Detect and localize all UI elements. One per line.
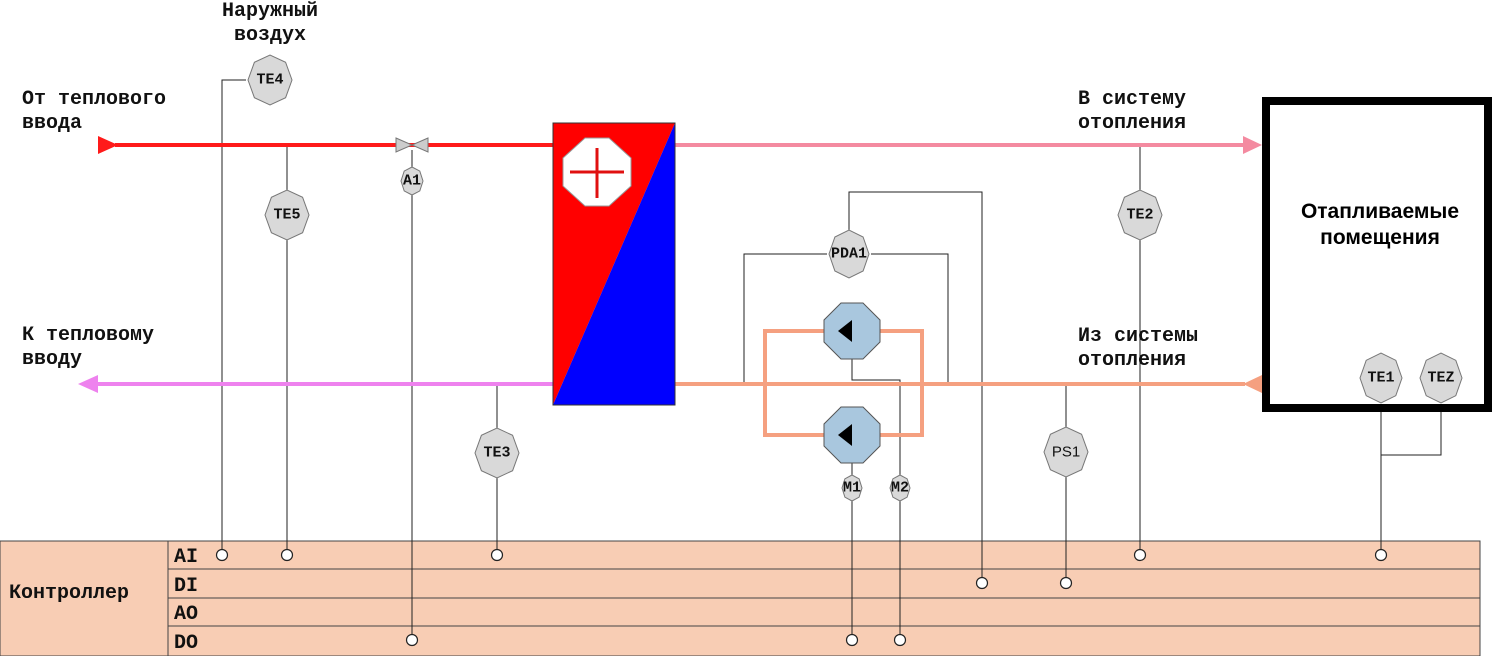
sensor-octagon-icon (889, 474, 911, 502)
pump-1-icon[interactable] (823, 302, 881, 360)
sensor-octagon-icon (841, 474, 863, 502)
sensor-te4[interactable]: TE4 (247, 54, 293, 106)
from-heat-input-label-2: ввода (22, 112, 82, 135)
row-di: DI (174, 575, 198, 598)
rooms-label-1: Отапливаемые (1301, 200, 1459, 223)
sensor-label: TE5 (273, 207, 300, 224)
sensor-octagon-icon (1043, 426, 1089, 478)
outdoor-air-label-2: воздух (234, 24, 306, 47)
sensor-te2[interactable]: TE2 (1117, 189, 1163, 241)
controller-panel: Контроллер AI DI AO DO (0, 540, 1481, 656)
sensor-label: TE4 (256, 72, 283, 89)
sensor-ps1[interactable]: PS1 (1043, 426, 1089, 478)
sensor-octagon-icon (1359, 352, 1403, 404)
sensor-label: TEZ (1427, 370, 1454, 387)
sensor-label: TE3 (483, 445, 510, 462)
sensor-octagon-icon (474, 427, 520, 479)
from-heat-input-label-1: От теплового (22, 88, 166, 111)
terminals (215, 548, 1388, 647)
to-heating-system-label-2: отопления (1078, 112, 1186, 135)
sensor-te5[interactable]: TE5 (264, 189, 310, 241)
sensor-octagon-icon (400, 166, 424, 196)
from-heating-system-label-1: Из системы (1078, 325, 1198, 348)
sensor-octagon-icon (1117, 189, 1163, 241)
sensor-octagon-icon (1419, 352, 1463, 404)
sensor-tez[interactable]: TEZ (1419, 352, 1463, 404)
row-ai: AI (174, 546, 198, 569)
outdoor-air-label-1: Наружный (222, 0, 318, 23)
from-heating-system-label-2: отопления (1078, 349, 1186, 372)
to-heat-input-label-1: К тепловому (22, 324, 154, 347)
to-heat-input-label-2: вводу (22, 348, 82, 371)
sensor-label: PS1 (1052, 444, 1080, 461)
flow-labels: Наружный воздух От теплового ввода К теп… (22, 0, 1198, 372)
controller-title: Контроллер (9, 582, 129, 605)
sensor-te1[interactable]: TE1 (1359, 352, 1403, 404)
sensor-label: TE2 (1126, 207, 1153, 224)
sensor-label: A1 (403, 173, 421, 190)
row-do: DO (174, 632, 198, 655)
sensor-m2[interactable]: M2 (889, 474, 911, 502)
sensor-octagon-icon (247, 54, 293, 106)
sensor-label: M1 (843, 480, 861, 497)
heat-exchanger-icon (552, 122, 676, 406)
sensor-te3[interactable]: TE3 (474, 427, 520, 479)
control-valve-icon[interactable] (395, 137, 429, 153)
rooms-label-2: помещения (1320, 226, 1440, 249)
pump-2-icon[interactable] (823, 406, 881, 464)
sensor-a1[interactable]: A1 (400, 166, 424, 196)
row-ao: AO (174, 603, 198, 626)
sensor-label: TE1 (1367, 370, 1394, 387)
sensor-octagon-icon (264, 189, 310, 241)
sensor-label: M2 (891, 480, 909, 497)
supply-pipe (98, 136, 1262, 154)
sensor-label: PDA1 (831, 246, 867, 263)
sensor-pda1[interactable]: PDA1 (828, 229, 870, 279)
sensor-octagon-icon (828, 229, 870, 279)
to-heating-system-label-1: В систему (1078, 88, 1186, 111)
sensor-m1[interactable]: M1 (841, 474, 863, 502)
